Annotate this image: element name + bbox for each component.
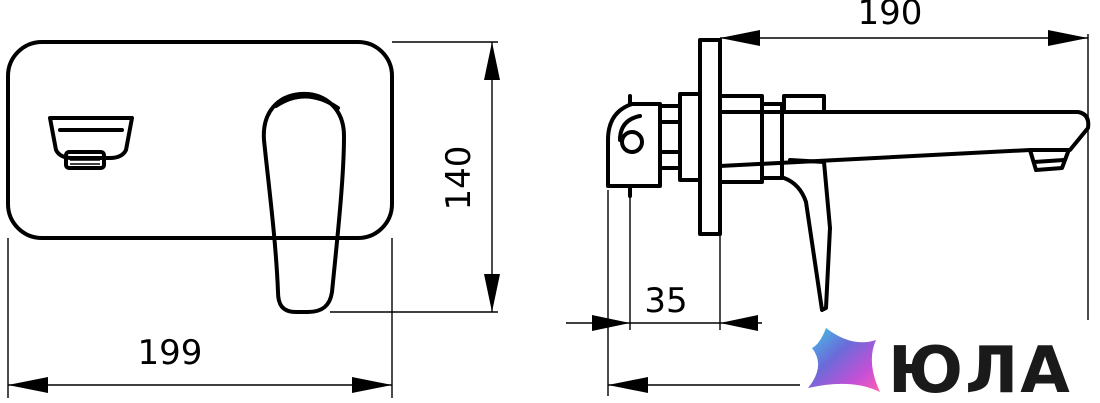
dimension-label-190: 190	[858, 0, 923, 33]
dimension-label-199: 199	[138, 333, 203, 373]
dimension-190: 190	[720, 0, 1088, 46]
dimension-label-140: 140	[439, 146, 479, 211]
side-view: 190 35	[566, 0, 1091, 396]
dimension-35: 35	[566, 281, 762, 331]
cover-plate	[6, 40, 394, 240]
dimension-199: 199	[8, 333, 392, 393]
cartridge-side	[606, 94, 662, 198]
lever-side	[782, 94, 832, 312]
front-view: 140 199	[6, 40, 500, 398]
dimension-140: 140	[439, 42, 500, 312]
lever-handle-front	[261, 91, 346, 314]
spout-outlet-front	[48, 116, 134, 170]
logo-star-mark	[808, 328, 880, 392]
brand-logo: ЮЛА	[808, 328, 1072, 403]
dimension-overall-side	[608, 377, 800, 393]
wall-plate	[698, 38, 722, 236]
mixer-body-side	[658, 92, 784, 184]
dimension-label-35: 35	[644, 281, 687, 321]
logo-text: ЮЛА	[888, 334, 1072, 403]
spout-side	[718, 110, 1091, 172]
